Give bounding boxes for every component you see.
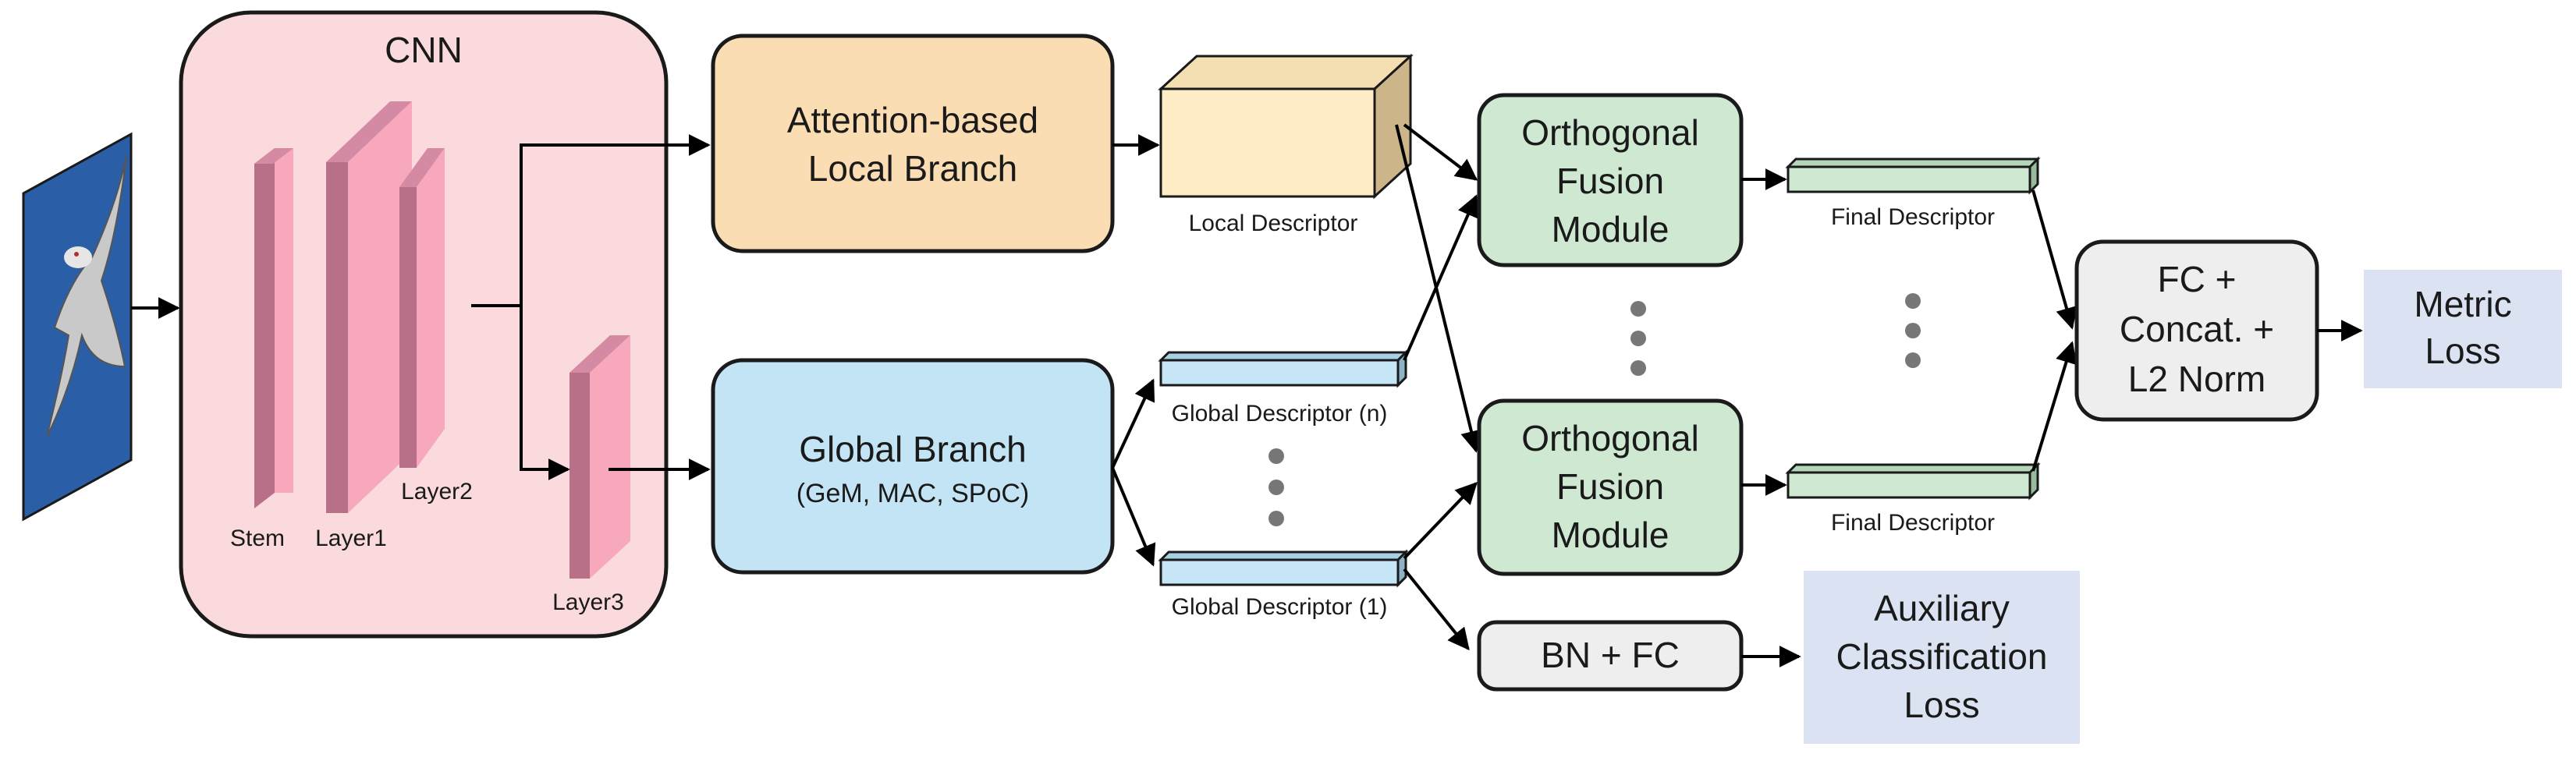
fusion-module-bottom (1477, 398, 1744, 576)
global-branch-line2: (GeM, MAC, SPoC) (797, 479, 1029, 508)
arrow-final-top-to-fc (2031, 189, 2077, 330)
input-image (22, 132, 133, 522)
final-descriptor-top-bar (1785, 156, 2041, 195)
local-branch-box (711, 34, 1115, 253)
global-descriptor-1-label: Global Descriptor (1) (1172, 594, 1388, 620)
local-branch-line1: Attention-based (787, 100, 1038, 140)
fusion-top-line1: Orthogonal (1521, 112, 1699, 153)
arrow-global-to-desc-1 (1111, 467, 1156, 567)
fusion-bottom-line3: Module (1552, 515, 1669, 555)
layer2-block (399, 148, 445, 468)
metric-loss-line2: Loss (2425, 331, 2500, 371)
global-descriptor-n-label: Global Descriptor (n) (1172, 401, 1388, 427)
fusion-top-line3: Module (1552, 209, 1669, 250)
fusion-bottom-line2: Fusion (1556, 466, 1664, 507)
fusion-bottom-line1: Orthogonal (1521, 418, 1699, 458)
final-descriptor-bottom-label: Final Descriptor (1831, 510, 1995, 536)
local-branch-line2: Local Branch (808, 148, 1018, 189)
layer1-block (326, 101, 412, 513)
arrow-layer2-to-layer3 (520, 306, 570, 480)
stem-layer-block (254, 148, 293, 508)
metric-loss-line1: Metric (2414, 284, 2511, 324)
layer3-label: Layer3 (552, 589, 624, 615)
arrow-local-to-fusion-top (1403, 123, 1478, 181)
aux-loss-line2: Classification (1836, 636, 2048, 677)
fc-concat-line3: L2 Norm (2128, 359, 2266, 399)
arrow-desc-1-to-bnfc (1403, 568, 1470, 651)
fc-concat-line2: Concat. + (2120, 309, 2274, 349)
fusion-top-line2: Fusion (1556, 161, 1664, 201)
global-descriptor-1-bar (1158, 549, 1409, 588)
ellipsis-dots-global (1268, 448, 1284, 526)
aux-loss-line3: Loss (1904, 685, 1979, 725)
bn-fc-label: BN + FC (1541, 635, 1680, 675)
aux-loss-line1: Auxiliary (1874, 588, 2010, 628)
final-descriptor-top-label: Final Descriptor (1831, 204, 1995, 230)
ellipsis-dots-final (1905, 293, 1921, 368)
stem-label: Stem (230, 526, 285, 551)
local-descriptor-label: Local Descriptor (1189, 211, 1358, 236)
cnn-title: CNN (385, 30, 463, 70)
layer3-block (569, 335, 630, 579)
arrow-layer2-to-local (471, 134, 711, 307)
final-descriptor-bottom-bar (1785, 462, 2041, 501)
arrow-desc-n-to-fusion-top (1403, 194, 1478, 361)
global-descriptor-n-bar (1158, 349, 1409, 388)
layer2-label: Layer2 (401, 479, 473, 504)
arrow-final-bottom-to-fc (2031, 341, 2077, 472)
local-descriptor-cube (1158, 53, 1414, 200)
aux-loss-box (1804, 571, 2080, 744)
layer1-label: Layer1 (315, 526, 387, 551)
fc-concat-line1: FC + (2158, 259, 2237, 299)
global-branch-line1: Global Branch (799, 429, 1027, 469)
arrow-global-to-desc-n (1111, 378, 1155, 469)
arrow-desc-1-to-fusion-bottom (1403, 481, 1478, 560)
metric-loss-box (2364, 270, 2562, 388)
ellipsis-dots-fusion (1630, 301, 1646, 376)
